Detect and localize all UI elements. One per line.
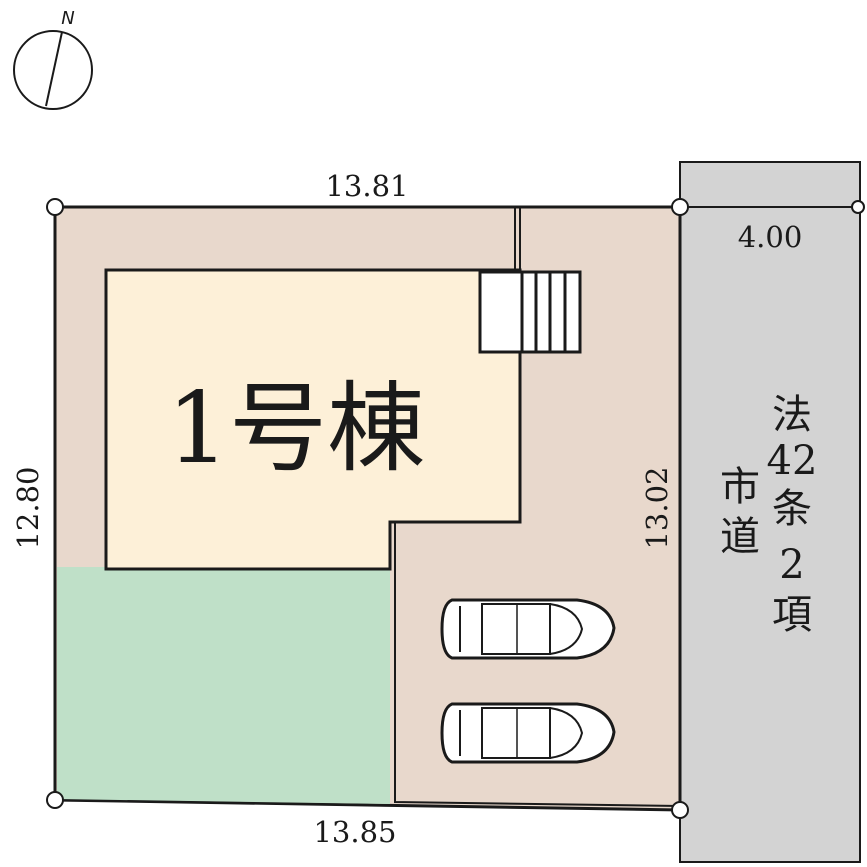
compass-icon: N bbox=[13, 8, 93, 110]
corner-marker bbox=[851, 200, 865, 214]
road-label-char: 2 bbox=[779, 542, 804, 588]
road-label-char: 42 bbox=[767, 438, 818, 484]
road-label-char: 道 bbox=[720, 514, 760, 560]
building-label: 1号棟 bbox=[167, 372, 425, 486]
car-icon bbox=[440, 598, 616, 660]
road-label: 法 42 条 2 項 市 道 bbox=[720, 392, 817, 638]
dimension-road-width: 4.00 bbox=[738, 220, 803, 254]
road-label-char: 項 bbox=[772, 592, 812, 638]
road-strip bbox=[679, 161, 861, 863]
car-icon bbox=[440, 702, 616, 764]
building-footprint bbox=[104, 268, 522, 571]
road-label-char: 法 bbox=[772, 392, 812, 438]
garden-area bbox=[57, 567, 390, 804]
road-label-char: 市 bbox=[720, 464, 760, 510]
road-label-char: 条 bbox=[772, 486, 812, 532]
dimension-top: 13.81 bbox=[325, 169, 408, 203]
corner-marker bbox=[671, 801, 689, 819]
driveway-border bbox=[394, 522, 681, 807]
dimension-bottom: 13.85 bbox=[313, 815, 396, 849]
corner-marker bbox=[46, 791, 64, 809]
stairs bbox=[478, 270, 582, 354]
dimension-left: 12.80 bbox=[11, 466, 45, 549]
corner-marker bbox=[671, 198, 689, 216]
north-label: N bbox=[61, 8, 74, 29]
dimension-right: 13.02 bbox=[640, 466, 674, 549]
corner-marker bbox=[46, 198, 64, 216]
